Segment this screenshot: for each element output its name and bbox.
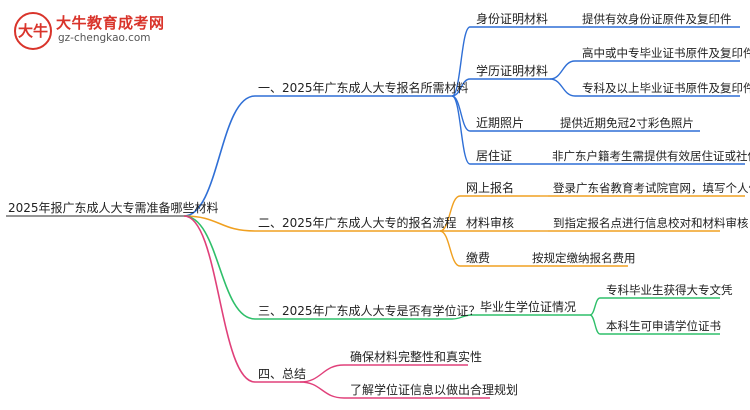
branch-1-leaf-photo: 提供近期免冠2寸彩色照片 — [560, 116, 694, 130]
site-logo: 大牛 大牛教育成考网 gz-chengkao.com — [8, 8, 178, 52]
root-node: 2025年报广东成人大专需准备哪些材料 — [8, 201, 219, 215]
branch-1-link-4 — [451, 95, 471, 165]
branch-1-node-education: 学历证明材料 — [476, 64, 549, 78]
branch-4-node-planning: 了解学位证信息以做出合理规划 — [350, 383, 519, 397]
branch-1-link-2 — [451, 78, 471, 97]
root-to-branch-3 — [183, 215, 256, 320]
logo-title: 大牛教育成考网 — [56, 14, 165, 32]
branch-3-title: 三、2025年广东成人大专是否有学位证？ — [258, 304, 481, 318]
branch-3-leaf-link-2 — [589, 314, 601, 335]
branch-1-node-photo: 近期照片 — [476, 116, 525, 130]
branch-4-node-integrity: 确保材料完整性和真实性 — [350, 350, 483, 364]
logo-url: gz-chengkao.com — [58, 32, 151, 44]
branch-1-title: 一、2025年广东成人大专报名所需材料 — [258, 81, 469, 95]
branch-2-node-fee: 缴费 — [466, 251, 491, 265]
root-to-branch-4 — [183, 215, 256, 383]
branch-3-leaf-bachelor: 本科生可申请学位证书 — [606, 319, 721, 333]
branch-2-node-online: 网上报名 — [466, 181, 515, 195]
root-to-branch-1 — [183, 95, 256, 217]
branch-1-leaf-residence: 非广东户籍考生需提供有效居住证或社保证明 — [552, 149, 750, 163]
branch-2-leaf-online: 登录广东省教育考试院官网，填写个人信息 — [553, 181, 750, 195]
root-to-branch-2 — [183, 215, 256, 232]
branch-1-leaf-education-2: 专科及以上毕业证书原件及复印件 — [582, 81, 750, 95]
branch-3-leaf-link-1 — [589, 297, 601, 316]
branch-2-leaf-fee: 按规定缴纳报名费用 — [532, 251, 636, 265]
branch-2-leaf-review: 到指定报名点进行信息校对和材料审核 — [553, 216, 749, 230]
logo-mark-icon: 大牛 — [14, 12, 52, 50]
branch-3-leaf-associate: 专科毕业生获得大专文凭 — [606, 283, 733, 297]
branch-2-node-review: 材料审核 — [466, 216, 515, 230]
branch-4-title: 四、总结 — [258, 367, 307, 381]
branch-1-node-residence: 居住证 — [476, 149, 513, 163]
branch-2-title: 二、2025年广东成人大专的报名流程 — [258, 216, 457, 230]
branch-2-link-1 — [439, 195, 461, 232]
branch-2-link-3 — [439, 230, 461, 267]
branch-3-node-degree: 毕业生学位证情况 — [480, 300, 577, 314]
branch-1-leaf-identity: 提供有效身份证原件及复印件 — [582, 12, 732, 26]
branch-1-leaf-education-1: 高中或中专毕业证书原件及复印件 — [582, 46, 750, 60]
branch-1-link-1 — [451, 26, 471, 97]
branch-1-leaf-link-2-1 — [549, 60, 576, 80]
branch-1-node-identity: 身份证明材料 — [476, 12, 549, 26]
branch-4-link-1 — [299, 364, 345, 383]
branch-1-leaf-link-2-2 — [549, 78, 576, 97]
branch-4-link-2 — [299, 381, 345, 399]
branch-3-link-1 — [451, 314, 473, 320]
